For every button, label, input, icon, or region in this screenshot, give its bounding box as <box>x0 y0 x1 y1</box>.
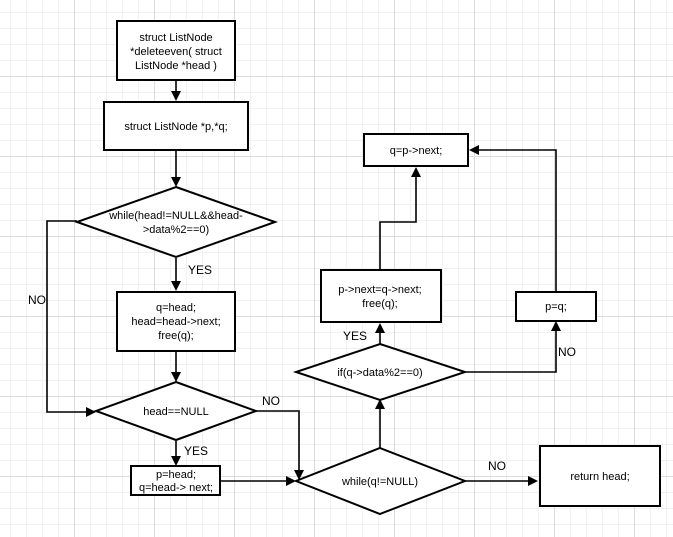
arrowhead <box>286 476 296 486</box>
while-head-line-2: >data%2==0) <box>143 224 209 236</box>
func-decl-box: struct ListNode *deleteeven( struct List… <box>116 20 236 81</box>
p-q-text: p=q; <box>545 301 567 313</box>
arrowhead <box>528 476 538 486</box>
unlink-line-2: free(q); <box>362 298 397 310</box>
init-pq-box: p=head; q=head-> next; <box>130 465 221 496</box>
if-even-text: if(q->data%2==0) <box>337 367 422 379</box>
label-while-q-no: NO <box>488 459 506 473</box>
while-q-diamond: while(q!=NULL) <box>293 446 468 516</box>
arrowhead <box>294 470 304 480</box>
if-even-diamond: if(q->data%2==0) <box>292 342 469 402</box>
unlink-line-1: p->next=q->next; <box>338 284 421 296</box>
edges <box>46 80 561 486</box>
edge-whilehead-no <box>46 220 86 413</box>
q-next-text: q=p->next; <box>390 145 443 157</box>
arrowhead <box>86 407 96 417</box>
arrowhead <box>375 323 385 333</box>
remove-head-box: q=head; head=head->next; free(q); <box>116 291 236 352</box>
arrowhead <box>171 456 181 466</box>
label-head-null-no: NO <box>262 394 280 408</box>
edge-unlink-to-qnext <box>379 177 417 269</box>
remove-head-line-1: q=head; <box>156 302 196 314</box>
func-decl-line-3: ListNode *head ) <box>135 60 217 72</box>
edge-labels: YES NO NO YES NO YES NO <box>28 263 576 473</box>
unlink-box: p->next=q->next; free(q); <box>320 269 442 323</box>
remove-head-line-3: free(q); <box>158 330 193 342</box>
arrowhead <box>551 321 561 331</box>
func-decl-line-2: *deleteeven( struct <box>130 46 222 58</box>
return-box: return head; <box>539 445 661 507</box>
label-head-null-yes: YES <box>184 444 208 458</box>
init-pq-line-1: p=head; <box>156 469 196 481</box>
arrowhead <box>411 167 421 177</box>
var-decl-text: struct ListNode *p,*q; <box>124 121 227 133</box>
while-head-line-1: while(head!=NULL&&head- <box>108 210 243 222</box>
head-null-text: head==NULL <box>143 406 208 418</box>
head-null-diamond: head==NULL <box>93 380 259 442</box>
arrowhead <box>171 281 181 291</box>
var-decl-box: struct ListNode *p,*q; <box>103 101 249 151</box>
arrowhead <box>171 372 181 382</box>
return-text: return head; <box>570 471 629 483</box>
while-head-diamond: while(head!=NULL&&head- >data%2==0) <box>73 185 279 259</box>
edge-pq-to-qnext <box>479 149 557 291</box>
arrowhead <box>469 145 479 155</box>
label-while-head-no: NO <box>28 293 46 307</box>
label-if-no: NO <box>558 345 576 359</box>
func-decl-line-1: struct ListNode <box>139 32 212 44</box>
init-pq-line-2: q=head-> next; <box>139 482 213 494</box>
remove-head-line-2: head=head->next; <box>131 316 220 328</box>
arrowhead <box>171 177 181 187</box>
edge-headnull-no <box>256 410 300 470</box>
q-next-box: q=p->next; <box>363 133 469 167</box>
label-while-head-yes: YES <box>188 263 212 277</box>
while-q-text: while(q!=NULL) <box>341 476 418 488</box>
arrowhead <box>375 399 385 409</box>
p-q-box: p=q; <box>515 291 597 322</box>
arrowhead <box>171 91 181 101</box>
edge-if-no <box>465 331 557 373</box>
label-if-yes: YES <box>343 329 367 343</box>
